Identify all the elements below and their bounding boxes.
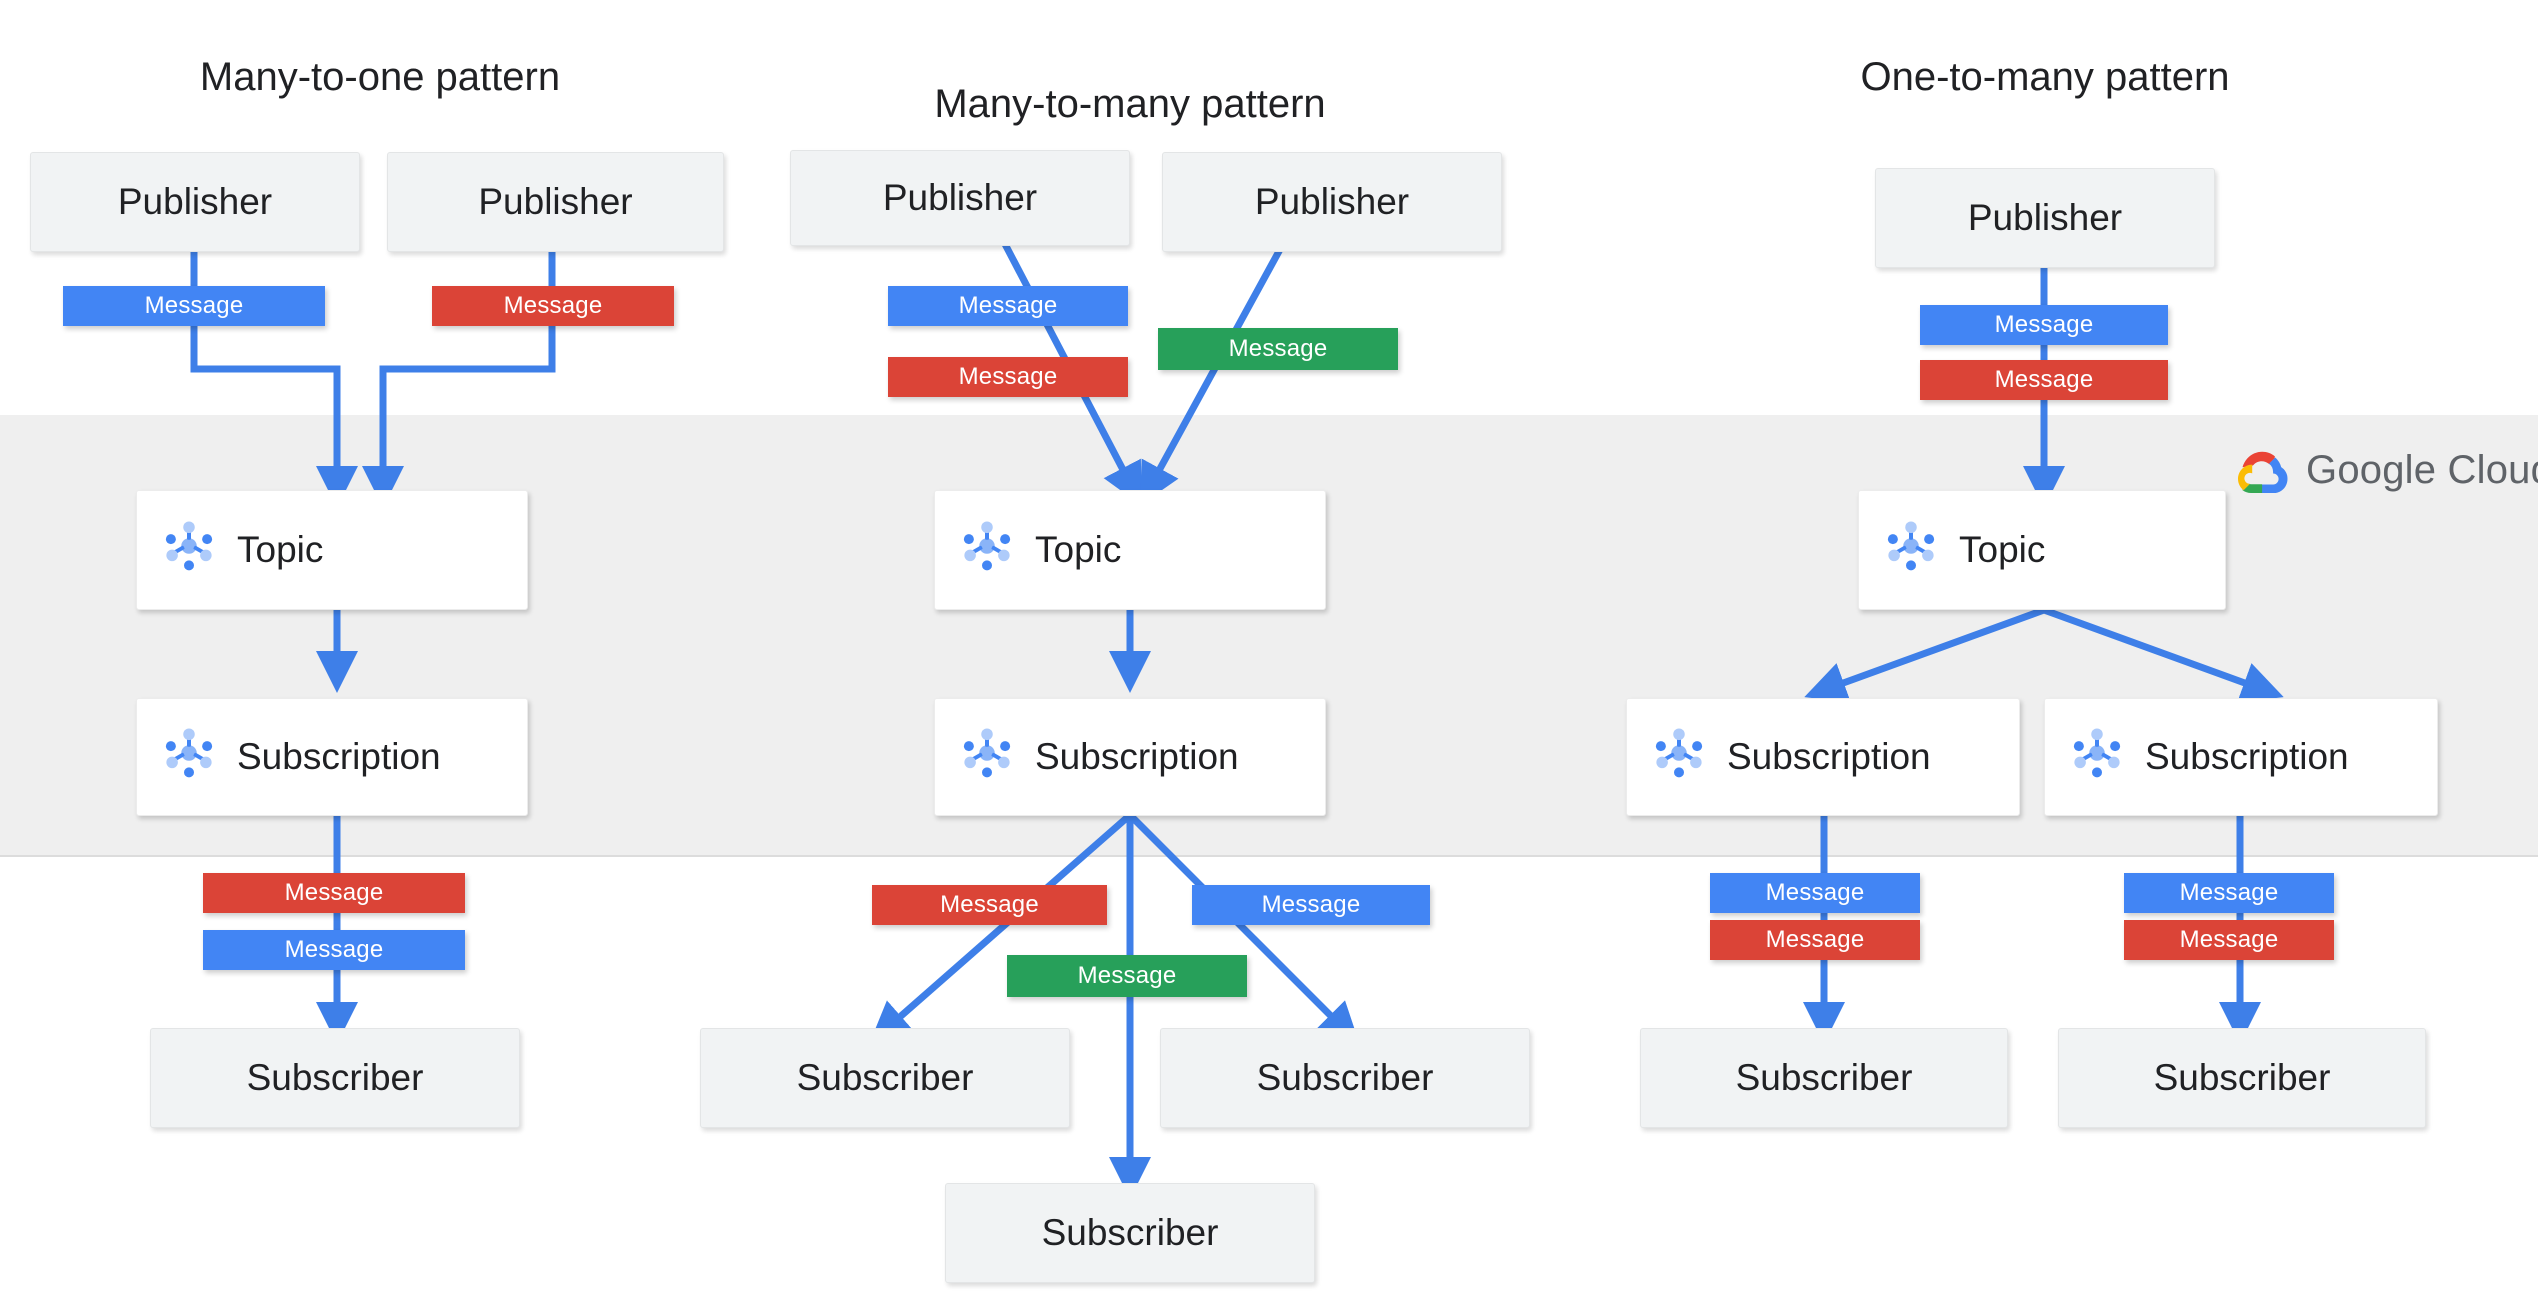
wire-pub2-to-topic xyxy=(362,160,556,508)
message-chip-c2-pub1: Message xyxy=(888,286,1128,326)
message-label: Message xyxy=(1077,962,1177,989)
google-cloud-logo: Google Cloud xyxy=(2238,448,2538,493)
publisher-label: Publisher xyxy=(882,177,1038,218)
subscription-label: Subscription xyxy=(237,736,441,777)
subscriber-label: Subscriber xyxy=(1041,1212,1219,1253)
heading-many-to-many: Many-to-many pattern xyxy=(934,82,1326,126)
subscriber-box-c1[interactable]: Subscriber xyxy=(150,1028,520,1128)
google-cloud-wordmark: Google Cloud xyxy=(2306,448,2538,493)
message-chip-c3-sub2-b: Message xyxy=(2124,920,2334,960)
pubsub-node-icon xyxy=(1649,723,1709,792)
message-chip-c3-pub2: Message xyxy=(1920,360,2168,400)
message-label: Message xyxy=(1994,311,2094,338)
message-chip-c2-pub2: Message xyxy=(888,357,1128,397)
subscriber-label: Subscriber xyxy=(1256,1057,1434,1098)
publisher-box-c2-1[interactable]: Publisher xyxy=(790,150,1130,246)
subscriber-box-c3-2[interactable]: Subscriber xyxy=(2058,1028,2426,1128)
pubsub-node-icon xyxy=(159,723,219,792)
subscriber-box-c2-1[interactable]: Subscriber xyxy=(700,1028,1070,1128)
message-label: Message xyxy=(1765,879,1865,906)
wire-topic-to-subscription-right-c3 xyxy=(2042,606,2284,703)
message-label: Message xyxy=(284,936,384,963)
brand-google: Google xyxy=(2306,448,2437,492)
message-label: Message xyxy=(1261,891,1361,918)
subscriber-label: Subscriber xyxy=(796,1057,974,1098)
subscriber-label: Subscriber xyxy=(246,1057,424,1098)
subscription-box-c1[interactable]: Subscription xyxy=(136,698,528,816)
message-chip-c3-sub1-b: Message xyxy=(1710,920,1920,960)
message-chip-c1-pub2: Message xyxy=(432,286,674,326)
publisher-label: Publisher xyxy=(1967,197,2123,238)
message-chip-c1-sub1: Message xyxy=(203,873,465,913)
heading-one-to-many: One-to-many pattern xyxy=(1860,55,2230,99)
subscriber-label: Subscriber xyxy=(1735,1057,1913,1098)
message-chip-c2-pub3: Message xyxy=(1158,328,1398,370)
publisher-label: Publisher xyxy=(1254,181,1410,222)
subscription-label: Subscription xyxy=(1035,736,1239,777)
publisher-box-c3[interactable]: Publisher xyxy=(1875,168,2215,268)
subscription-box-c3-1[interactable]: Subscription xyxy=(1626,698,2020,816)
google-cloud-logo-icon xyxy=(2238,451,2288,493)
message-label: Message xyxy=(940,891,1039,918)
heading-many-to-one: Many-to-one pattern xyxy=(199,55,561,99)
topic-label: Topic xyxy=(1035,529,1122,570)
publisher-label: Publisher xyxy=(117,181,273,222)
message-label: Message xyxy=(1765,926,1865,953)
pubsub-node-icon xyxy=(957,516,1017,585)
message-chip-c2-sub3: Message xyxy=(1007,955,1247,997)
message-chip-c3-pub1: Message xyxy=(1920,305,2168,345)
message-label: Message xyxy=(958,292,1058,319)
subscriber-box-c2-3[interactable]: Subscriber xyxy=(945,1183,1315,1283)
publisher-label: Publisher xyxy=(478,181,633,222)
message-chip-c2-sub1: Message xyxy=(872,885,1107,925)
message-label: Message xyxy=(2179,879,2279,906)
message-label: Message xyxy=(284,879,384,906)
pubsub-node-icon xyxy=(2067,723,2127,792)
topic-label: Topic xyxy=(237,529,324,570)
publisher-box-c1-2[interactable]: Publisher xyxy=(387,152,724,252)
topic-box-c2[interactable]: Topic xyxy=(934,490,1326,610)
publisher-box-c1-1[interactable]: Publisher xyxy=(30,152,360,252)
brand-cloud: Cloud xyxy=(2447,448,2538,492)
message-label: Message xyxy=(1994,366,2094,393)
subscriber-box-c2-2[interactable]: Subscriber xyxy=(1160,1028,1530,1128)
topic-box-c1[interactable]: Topic xyxy=(136,490,528,610)
message-chip-c1-pub1: Message xyxy=(63,286,325,326)
message-label: Message xyxy=(1228,335,1328,362)
topic-box-c3[interactable]: Topic xyxy=(1858,490,2226,610)
message-chip-c2-sub2: Message xyxy=(1192,885,1430,925)
pubsub-node-icon xyxy=(957,723,1017,792)
topic-label: Topic xyxy=(1959,529,2046,570)
message-label: Message xyxy=(144,292,244,319)
publisher-box-c2-2[interactable]: Publisher xyxy=(1162,152,1502,252)
wire-topic-to-subscription-left-c3 xyxy=(1804,606,2046,703)
message-chip-c3-sub1-a: Message xyxy=(1710,873,1920,913)
message-chip-c1-sub2: Message xyxy=(203,930,465,970)
subscriber-box-c3-1[interactable]: Subscriber xyxy=(1640,1028,2008,1128)
subscription-box-c3-2[interactable]: Subscription xyxy=(2044,698,2438,816)
subscription-label: Subscription xyxy=(1727,736,1931,777)
subscriber-label: Subscriber xyxy=(2153,1057,2331,1098)
message-chip-c3-sub2-a: Message xyxy=(2124,873,2334,913)
subscription-label: Subscription xyxy=(2145,736,2349,777)
message-label: Message xyxy=(503,292,603,319)
message-label: Message xyxy=(958,363,1058,390)
message-label: Message xyxy=(2179,926,2279,953)
pubsub-node-icon xyxy=(159,516,219,585)
pubsub-node-icon xyxy=(1881,516,1941,585)
wire-pub1-to-topic xyxy=(190,160,358,508)
subscription-box-c2[interactable]: Subscription xyxy=(934,698,1326,816)
